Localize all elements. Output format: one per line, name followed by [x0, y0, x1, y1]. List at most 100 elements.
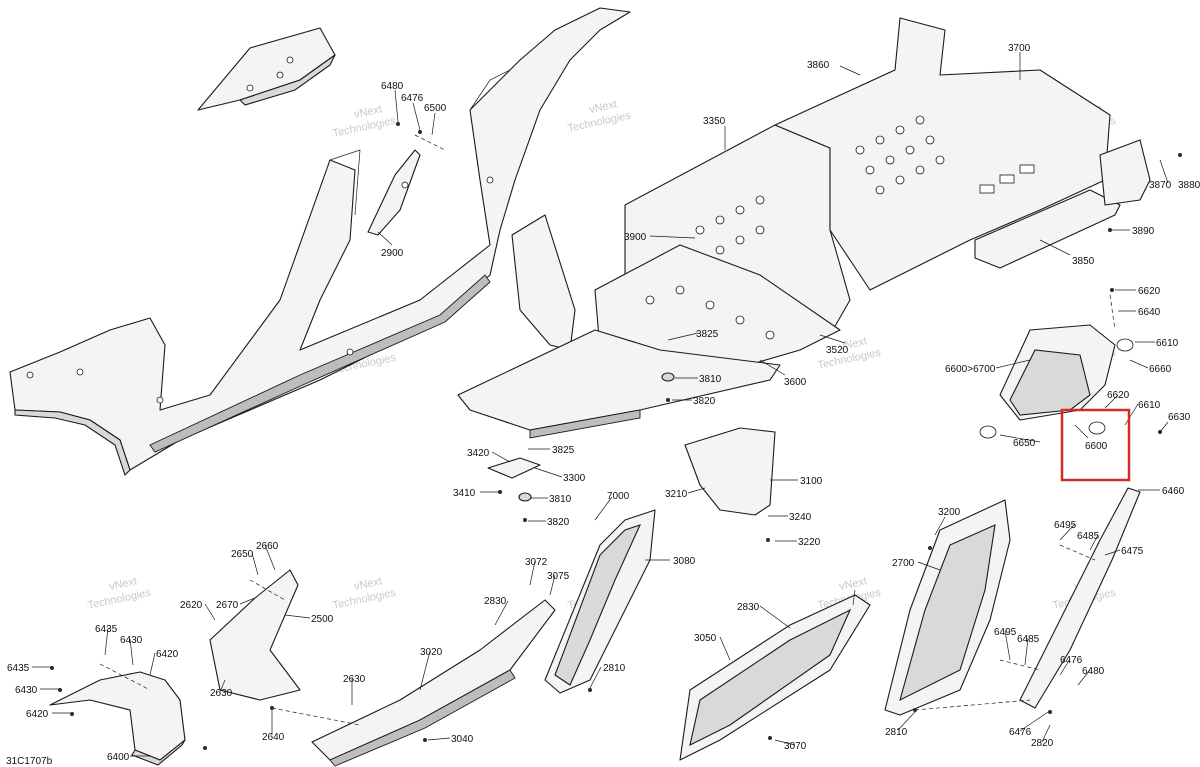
highlight-box-6600 [1060, 408, 1131, 482]
callout-label: 3520 [826, 345, 849, 356]
callout-label: 3820 [547, 517, 570, 528]
floor-plate-3700 [774, 17, 1111, 291]
callout-label: 3810 [549, 494, 572, 505]
callout-label: 6400 [107, 752, 130, 763]
callout-label: 3072 [525, 557, 548, 568]
callout-label: 3080 [673, 556, 696, 567]
callout-label: 6660 [1149, 364, 1172, 375]
callout-label: 2630 [210, 688, 233, 699]
callout-label: 3050 [694, 633, 717, 644]
corner-bracket-3870 [1099, 139, 1151, 206]
callout-label: 3300 [563, 473, 586, 484]
callout-label: 2810 [603, 663, 626, 674]
callout-label: 3200 [938, 507, 961, 518]
assembly-lines [99, 134, 1116, 726]
callout-label: 2620 [180, 600, 203, 611]
callout-label: 2820 [1031, 738, 1054, 749]
callout-label: 2830 [737, 602, 760, 613]
callout-label: 6480 [1082, 666, 1105, 677]
callout-label: 2660 [256, 541, 279, 552]
callout-label: 7000 [607, 491, 630, 502]
storage-box-6600 [979, 324, 1134, 439]
watermark-line1: vNext [838, 335, 868, 353]
side-rail-6460 [1019, 487, 1141, 709]
callout-label: 3825 [696, 329, 719, 340]
callout-label: 3700 [1008, 43, 1031, 54]
bracket-2900 [367, 149, 421, 236]
callout-label: 6640 [1138, 307, 1161, 318]
callout-label: 6485 [1077, 531, 1100, 542]
callout-label: 3860 [807, 60, 830, 71]
callout-label: 3420 [467, 448, 490, 459]
callout-label: 3900 [624, 232, 647, 243]
left-side-frame-panel [9, 7, 631, 477]
callout-label: 6495 [994, 627, 1017, 638]
watermark-line1: vNext [838, 575, 868, 593]
callout-label: 2700 [892, 558, 915, 569]
callout-label: 6600>6700 [945, 364, 996, 375]
callout-label: 6420 [26, 709, 49, 720]
callout-label-highlighted: 6600 [1085, 441, 1108, 452]
callout-label: 6610 [1138, 400, 1161, 411]
callout-label: 6475 [1121, 546, 1144, 557]
washer-3810a [661, 372, 675, 382]
callout-label: 6476 [1009, 727, 1032, 738]
callout-label: 3810 [699, 374, 722, 385]
callout-label: 6485 [1017, 634, 1040, 645]
callout-label: 6476 [1060, 655, 1083, 666]
callout-label: 6476 [401, 93, 424, 104]
callout-label: 3210 [665, 489, 688, 500]
watermark-line1: vNext [353, 575, 383, 593]
shield-panel [511, 214, 576, 351]
callout-label: 6435 [7, 663, 30, 674]
heat-shield-3100 [684, 427, 776, 516]
side-panel-2500 [209, 569, 301, 701]
callout-label: 2900 [381, 248, 404, 259]
floor-plate-3600 [457, 329, 781, 439]
callout-label: 6495 [1054, 520, 1077, 531]
callout-label: 3020 [420, 647, 443, 658]
callout-label: 3820 [693, 396, 716, 407]
fasteners [50, 122, 1182, 750]
callout-label: 6620 [1107, 390, 1130, 401]
callout-label: 3040 [451, 734, 474, 745]
callout-label: 3600 [784, 377, 807, 388]
callout-label: 6610 [1156, 338, 1179, 349]
floor-plate-3850 [974, 189, 1121, 269]
callout-label: 6435 [95, 624, 118, 635]
callout-label: 6430 [15, 685, 38, 696]
clip-3300 [487, 457, 541, 479]
rocker-panel-3050 [679, 594, 871, 761]
callout-label: 2810 [885, 727, 908, 738]
callout-label: 6480 [381, 81, 404, 92]
callout-label: 6650 [1013, 438, 1036, 449]
callout-label: 2650 [231, 549, 254, 560]
callout-label: 3220 [798, 537, 821, 548]
callout-label: 3240 [789, 512, 812, 523]
callout-label: 3410 [453, 488, 476, 499]
callout-label: 2500 [311, 614, 334, 625]
callout-label: 3850 [1072, 256, 1095, 267]
watermark-line1: vNext [108, 575, 138, 593]
diagram-code: 31C1707b [6, 756, 53, 767]
callout-label: 2640 [262, 732, 285, 743]
callout-label: 3825 [552, 445, 575, 456]
callout-label: 6430 [120, 635, 143, 646]
callout-label: 6620 [1138, 286, 1161, 297]
callout-label: 2830 [484, 596, 507, 607]
callout-label: 3100 [800, 476, 823, 487]
washer-3810b [518, 492, 532, 502]
callout-labels: 6480 6476 6500 2900 3860 3700 3350 3870 … [7, 43, 1200, 763]
small-cover-part [197, 27, 336, 111]
callout-label: 3070 [784, 741, 807, 752]
callout-label: 3350 [703, 116, 726, 127]
fender-6400 [49, 671, 186, 766]
watermark-line1: vNext [588, 98, 618, 116]
callout-label: 6420 [156, 649, 179, 660]
leader-lines [32, 52, 1169, 757]
rocker-panel-3020 [311, 599, 556, 767]
callout-label: 2670 [216, 600, 239, 611]
callout-label: 6500 [424, 103, 447, 114]
